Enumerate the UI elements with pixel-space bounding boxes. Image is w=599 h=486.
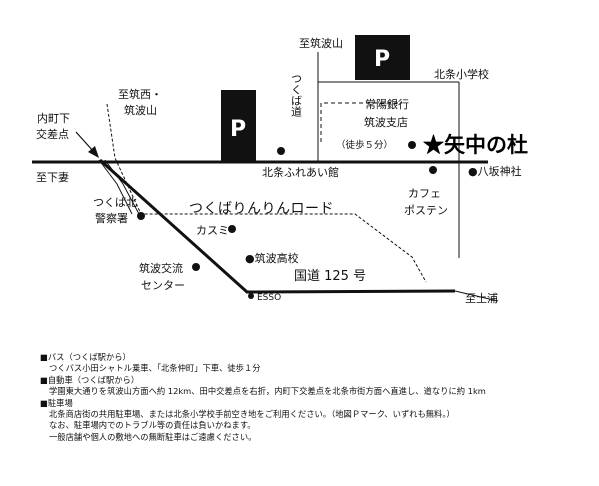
label-exchange-1: 筑波交流 (139, 261, 183, 275)
rinrin-road-line (106, 103, 427, 283)
bus-heading: バス（つくば駅から） (40, 352, 590, 363)
road-to-tsuchiura (454, 290, 499, 302)
label-joyo-bank-1: 常陽銀行 (365, 97, 409, 111)
label-rinrin-road: つくばりんりんロード (189, 201, 334, 217)
car-text: 学園東大通りを筑波山方面へ約 12km、田中交差点を右折，内町下交差点を北条市街… (49, 386, 486, 397)
label-to-tsukusai-1: 至筑西・ (118, 87, 162, 101)
kasumi-dot (228, 225, 236, 233)
cafe-dot (429, 166, 437, 174)
label-tsukuba-road: つくば道 (290, 73, 303, 117)
label-exchange-2: センター (141, 279, 185, 292)
parking-text-1: 北条商店街の共用駐車場、または北条小学校手前空き地をご利用ください。（地図Ｐマー… (49, 409, 455, 420)
esso-dot (248, 293, 254, 299)
parking-north: P (355, 35, 410, 80)
bus-text: つくバス小田シャトル乗車、「北条仲町」下車、徒歩１分 (49, 363, 261, 374)
police-dot (137, 212, 145, 220)
parking-text-2: なお、駐車場内でのトラブル等の責任は負いかねます。 (49, 420, 256, 431)
label-cafe-2: ポステン (404, 204, 448, 217)
label-uchimachishita-2: 交差点 (36, 127, 69, 141)
label-police-1: つくば北 (93, 196, 137, 209)
intersection-pointer (75, 131, 95, 153)
road-route-125 (98, 158, 456, 294)
parking-heading: 駐車場 (40, 398, 590, 409)
intersection-pointer-head (88, 146, 99, 158)
label-route-125: 国道 125 号 (294, 269, 366, 284)
exchange-center-dot (192, 263, 200, 271)
venue-title: ★矢中の杜 (423, 132, 528, 157)
parking-center: P (221, 90, 256, 161)
label-tsukuba-hs: ●筑波高校 (245, 251, 299, 265)
car-heading: 自動車（つくば駅から） (40, 375, 590, 386)
access-info: バス（つくば駅から） つくバス小田シャトル乗車、「北条仲町」下車、徒歩１分 自動… (40, 352, 590, 443)
road-lane-2 (104, 159, 140, 215)
label-hassaka-shrine: ●八坂神社 (468, 164, 522, 178)
road-lane-1 (98, 159, 133, 215)
yanaka-dot (408, 141, 416, 149)
label-to-tsukusai-2: 筑波山 (124, 103, 157, 117)
label-to-tsukuba-san: 至筑波山 (299, 36, 343, 50)
label-hojo-fureai: 北条ふれあい館 (262, 165, 339, 179)
label-hojo-elementary: 北条小学校 (434, 67, 489, 81)
walking-route (320, 102, 402, 142)
label-joyo-bank-2: 筑波支店 (364, 115, 408, 129)
label-to-tsuchiura: 至土浦 (465, 292, 498, 305)
label-esso: ESSO (257, 293, 281, 303)
hojo-fureai-dot (277, 147, 285, 155)
label-police-2: 警察署 (95, 211, 128, 225)
label-uchimachishita-1: 内町下 (37, 111, 70, 125)
label-to-shimotsuma: 至下妻 (36, 171, 69, 184)
label-kasumi: カスミ (196, 224, 229, 237)
svg-text:P: P (230, 117, 246, 142)
svg-text:P: P (374, 47, 390, 72)
label-cafe-1: カフェ (408, 187, 441, 200)
parking-text-3: 一般店舗や個人の敷地への無断駐車はご遠慮ください。 (49, 431, 257, 442)
label-walk-time: （徒歩５分） (336, 139, 393, 151)
